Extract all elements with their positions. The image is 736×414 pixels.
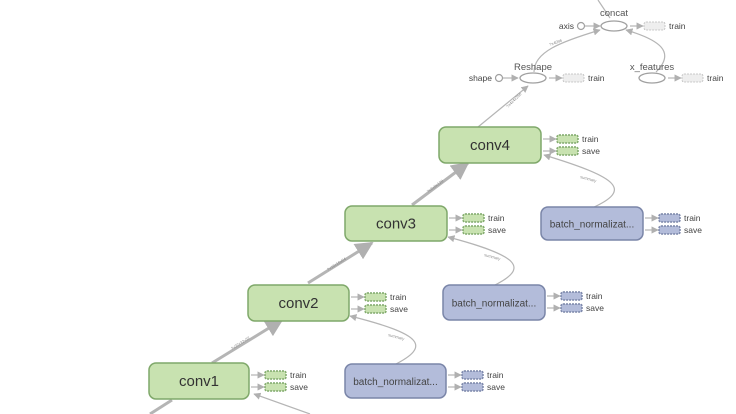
edge-below-conv1 — [253, 392, 311, 414]
bn1-train-aux-node[interactable] — [461, 370, 484, 380]
svg-text:?x4x4x256: ?x4x4x256 — [505, 91, 523, 109]
bn-node-bn3[interactable]: batch_normalizat... train save — [540, 206, 702, 241]
shape-const-node[interactable] — [494, 73, 504, 83]
edge-conv1-conv2 — [211, 318, 284, 365]
concat-ellipse[interactable] — [600, 20, 628, 32]
x_features-ellipse[interactable] — [638, 72, 666, 84]
edges — [149, 0, 666, 414]
conv1-box[interactable] — [148, 362, 250, 400]
bn3-box[interactable] — [540, 206, 644, 241]
conv3-box[interactable] — [344, 205, 448, 242]
bn2-train-aux-node[interactable] — [560, 291, 583, 301]
meta-node-conv3[interactable]: conv3 train save — [344, 205, 506, 242]
conv2-box[interactable] — [247, 284, 350, 322]
conv2-save-label: save — [390, 304, 408, 314]
shape-label: shape — [469, 73, 492, 83]
op-node-concat[interactable]: concat axis train — [559, 8, 686, 32]
reshape-label: Reshape — [514, 62, 552, 73]
conv4-train-aux-node[interactable] — [556, 134, 579, 144]
bn2-box[interactable] — [442, 284, 546, 321]
conv4-label: conv4 — [470, 137, 510, 154]
edge-bn1-conv2 — [349, 314, 417, 366]
conv4-box[interactable] — [438, 126, 542, 164]
bn1-label: batch_normalizat... — [353, 377, 438, 388]
svg-text:?x16x16x64: ?x16x16x64 — [326, 256, 348, 272]
conv2-save-aux-node[interactable] — [364, 304, 387, 314]
conv3-label: conv3 — [376, 216, 416, 233]
axis-const-node[interactable] — [576, 21, 586, 31]
meta-node-conv2[interactable]: conv2 train save — [247, 284, 408, 322]
conv1-train-aux-node[interactable] — [264, 370, 287, 380]
conv4-train-label: train — [582, 134, 599, 144]
bn1-save-aux-node[interactable] — [461, 382, 484, 392]
edge-conv2-conv3 — [307, 241, 374, 285]
edge-input-conv1 — [149, 398, 173, 414]
bn-node-bn1[interactable]: batch_normalizat... train save — [344, 363, 505, 399]
conv2-train-aux-node[interactable] — [364, 292, 387, 302]
bn1-box[interactable] — [344, 363, 447, 399]
edge-bn2-conv3 — [447, 235, 515, 287]
conv1-label: conv1 — [179, 373, 219, 390]
conv1-save-aux-node[interactable] — [264, 382, 287, 392]
conv2-train-label: train — [390, 292, 407, 302]
bn2-label: batch_normalizat... — [452, 299, 537, 310]
bn1-train-label: train — [487, 370, 504, 380]
bn2-save-label: save — [586, 303, 604, 313]
x_features-train-label: train — [707, 73, 724, 83]
edge-bn3-conv4 — [543, 153, 615, 209]
conv4-save-label: save — [582, 146, 600, 156]
x_features-train-aux-node[interactable] — [681, 73, 704, 83]
reshape-ellipse[interactable] — [519, 72, 547, 84]
conv3-train-label: train — [488, 213, 505, 223]
conv1-save-label: save — [290, 382, 308, 392]
svg-text:summary: summary — [484, 252, 501, 261]
reshape-train-label: train — [588, 73, 605, 83]
edge-reshape-concat — [533, 28, 601, 73]
svg-text:?x4096: ?x4096 — [549, 37, 564, 46]
concat-label: concat — [600, 8, 628, 19]
conv1-train-label: train — [290, 370, 307, 380]
conv3-save-label: save — [488, 225, 506, 235]
edge-conv4-reshape — [477, 85, 529, 128]
conv3-train-aux-node[interactable] — [462, 213, 485, 223]
bn3-save-label: save — [684, 225, 702, 235]
edge-xfeatures-concat — [625, 28, 666, 73]
op-node-reshape[interactable]: Reshape shape train — [469, 62, 605, 84]
edge-top-concat — [597, 0, 611, 19]
bn3-train-label: train — [684, 213, 701, 223]
conv2-label: conv2 — [278, 295, 318, 312]
bn3-label: batch_normalizat... — [550, 220, 635, 231]
svg-text:summary: summary — [580, 174, 597, 183]
bn3-save-aux-node[interactable] — [658, 225, 681, 235]
bn3-train-aux-node[interactable] — [658, 213, 681, 223]
meta-node-conv4[interactable]: conv4 train save — [438, 126, 600, 164]
x_features-label: x_features — [630, 62, 675, 73]
edge-conv3-conv4 — [411, 161, 470, 207]
svg-text:?x8x8x128: ?x8x8x128 — [426, 178, 445, 194]
concat-train-label: train — [669, 21, 686, 31]
meta-node-conv1[interactable]: conv1 train save — [148, 362, 308, 400]
axis-label: axis — [559, 21, 574, 31]
reshape-train-aux-node[interactable] — [562, 73, 585, 83]
svg-text:?x32x32x32: ?x32x32x32 — [230, 335, 252, 351]
conv3-save-aux-node[interactable] — [462, 225, 485, 235]
bn-node-bn2[interactable]: batch_normalizat... train save — [442, 284, 604, 321]
bn2-train-label: train — [586, 291, 603, 301]
bn1-save-label: save — [487, 382, 505, 392]
bn2-save-aux-node[interactable] — [560, 303, 583, 313]
conv4-save-aux-node[interactable] — [556, 146, 579, 156]
concat-train-aux-node[interactable] — [643, 21, 666, 31]
svg-text:summary: summary — [388, 332, 405, 341]
